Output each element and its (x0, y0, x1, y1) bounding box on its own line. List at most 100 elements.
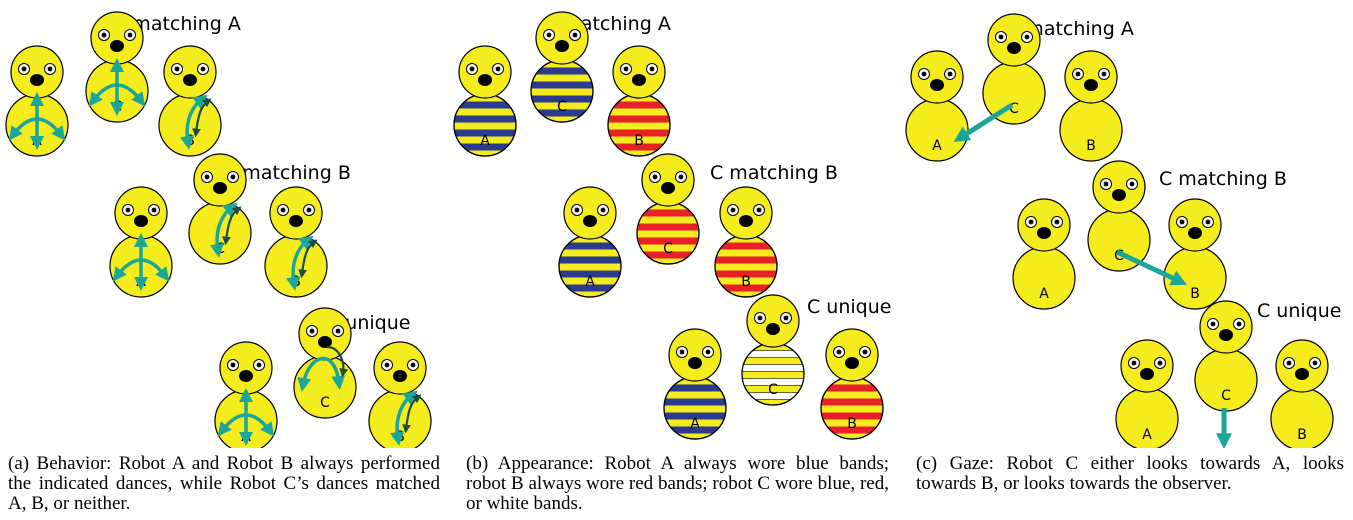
robot-head (163, 45, 217, 99)
dance-arc (8, 117, 66, 141)
robot-a: A (663, 328, 727, 440)
dance-arrow-dark (192, 98, 212, 138)
robot-mouth (1188, 227, 1202, 239)
robot-mouth (766, 323, 780, 335)
robot-mouth (478, 74, 492, 86)
robot-c: C (1087, 160, 1151, 272)
robot-mouth (632, 74, 646, 86)
robot-head (535, 11, 589, 65)
robot-label: C (768, 382, 778, 398)
dance-arrow-dark (298, 239, 318, 279)
robot-head (825, 328, 879, 382)
robot-a: A (1115, 339, 1179, 448)
robot-b: B (1270, 339, 1334, 448)
robot-mouth (1219, 329, 1233, 341)
robot-label: B (1086, 138, 1096, 154)
robot-b: B (368, 341, 432, 448)
robot-b: B (607, 45, 671, 157)
robot-mouth (555, 40, 569, 52)
robot-b: B (714, 186, 778, 298)
robot-bands (715, 242, 777, 292)
robot-c: C (530, 11, 594, 123)
robot-label: B (741, 274, 751, 290)
dance-arrow-dark (326, 345, 349, 378)
robot-b: B (1059, 50, 1123, 162)
robot-mouth (1295, 368, 1309, 380)
robot-head (641, 153, 695, 207)
robot-a: A (5, 45, 69, 157)
robot-bands (664, 384, 726, 434)
robot-head (987, 13, 1041, 67)
robot-head (1168, 198, 1222, 252)
scenario-title: C unique (1257, 300, 1341, 322)
robot-c: C (741, 294, 805, 406)
dance-arc (217, 413, 275, 437)
robot-head (612, 45, 666, 99)
robot-head (458, 45, 512, 99)
robot-mouth (318, 336, 332, 348)
robot-head (269, 186, 323, 240)
robot-mouth (239, 370, 253, 382)
dance-arc (297, 356, 346, 392)
robot-head (668, 328, 722, 382)
robot-label: A (690, 416, 700, 432)
robot-head (373, 341, 427, 395)
robot-label: B (1297, 427, 1307, 443)
robot-head (10, 45, 64, 99)
robot-bands (608, 101, 670, 151)
robot-mouth (739, 215, 753, 227)
robot-c: C (188, 153, 252, 265)
robot-mouth (1037, 227, 1051, 239)
robot-c: C (636, 153, 700, 265)
robot-head (1017, 198, 1071, 252)
robot-head (1199, 300, 1253, 354)
robot-mouth (1007, 42, 1021, 54)
robot-label: B (1190, 286, 1200, 302)
robot-mouth (183, 74, 197, 86)
robot-mouth (1140, 368, 1154, 380)
robot-mouth (1112, 189, 1126, 201)
robot-label: C (1221, 388, 1231, 404)
robot-head (563, 186, 617, 240)
robot-bands (637, 209, 699, 259)
robot-head (1120, 339, 1174, 393)
robot-label: B (634, 133, 644, 149)
robot-head (746, 294, 800, 348)
robot-head (1092, 160, 1146, 214)
robot-head (193, 153, 247, 207)
robot-mouth (845, 357, 859, 369)
robot-a: A (905, 50, 969, 162)
robot-mouth (393, 370, 407, 382)
robot-b: B (264, 186, 328, 298)
robot-label: A (585, 274, 595, 290)
robot-label: C (320, 395, 330, 411)
scenario-title: C matching B (223, 162, 351, 184)
robot-bands (454, 101, 516, 151)
caption-behavior: (a) Behavior: Robot A and Robot B always… (8, 453, 440, 514)
robot-mouth (213, 182, 227, 194)
robot-a: A (214, 341, 278, 448)
robot-a: A (558, 186, 622, 298)
robot-mouth (1084, 79, 1098, 91)
robot-mouth (110, 40, 124, 52)
robot-label: C (1009, 101, 1019, 117)
robot-label: C (663, 241, 673, 257)
robot-mouth (134, 215, 148, 227)
robot-bands (742, 350, 804, 400)
robot-mouth (930, 79, 944, 91)
robot-head (219, 341, 273, 395)
dance-arrow-dark (402, 394, 422, 434)
caption-appearance: (b) Appearance: Robot A always wore blue… (466, 453, 889, 514)
gaze-arrow (953, 102, 1014, 142)
